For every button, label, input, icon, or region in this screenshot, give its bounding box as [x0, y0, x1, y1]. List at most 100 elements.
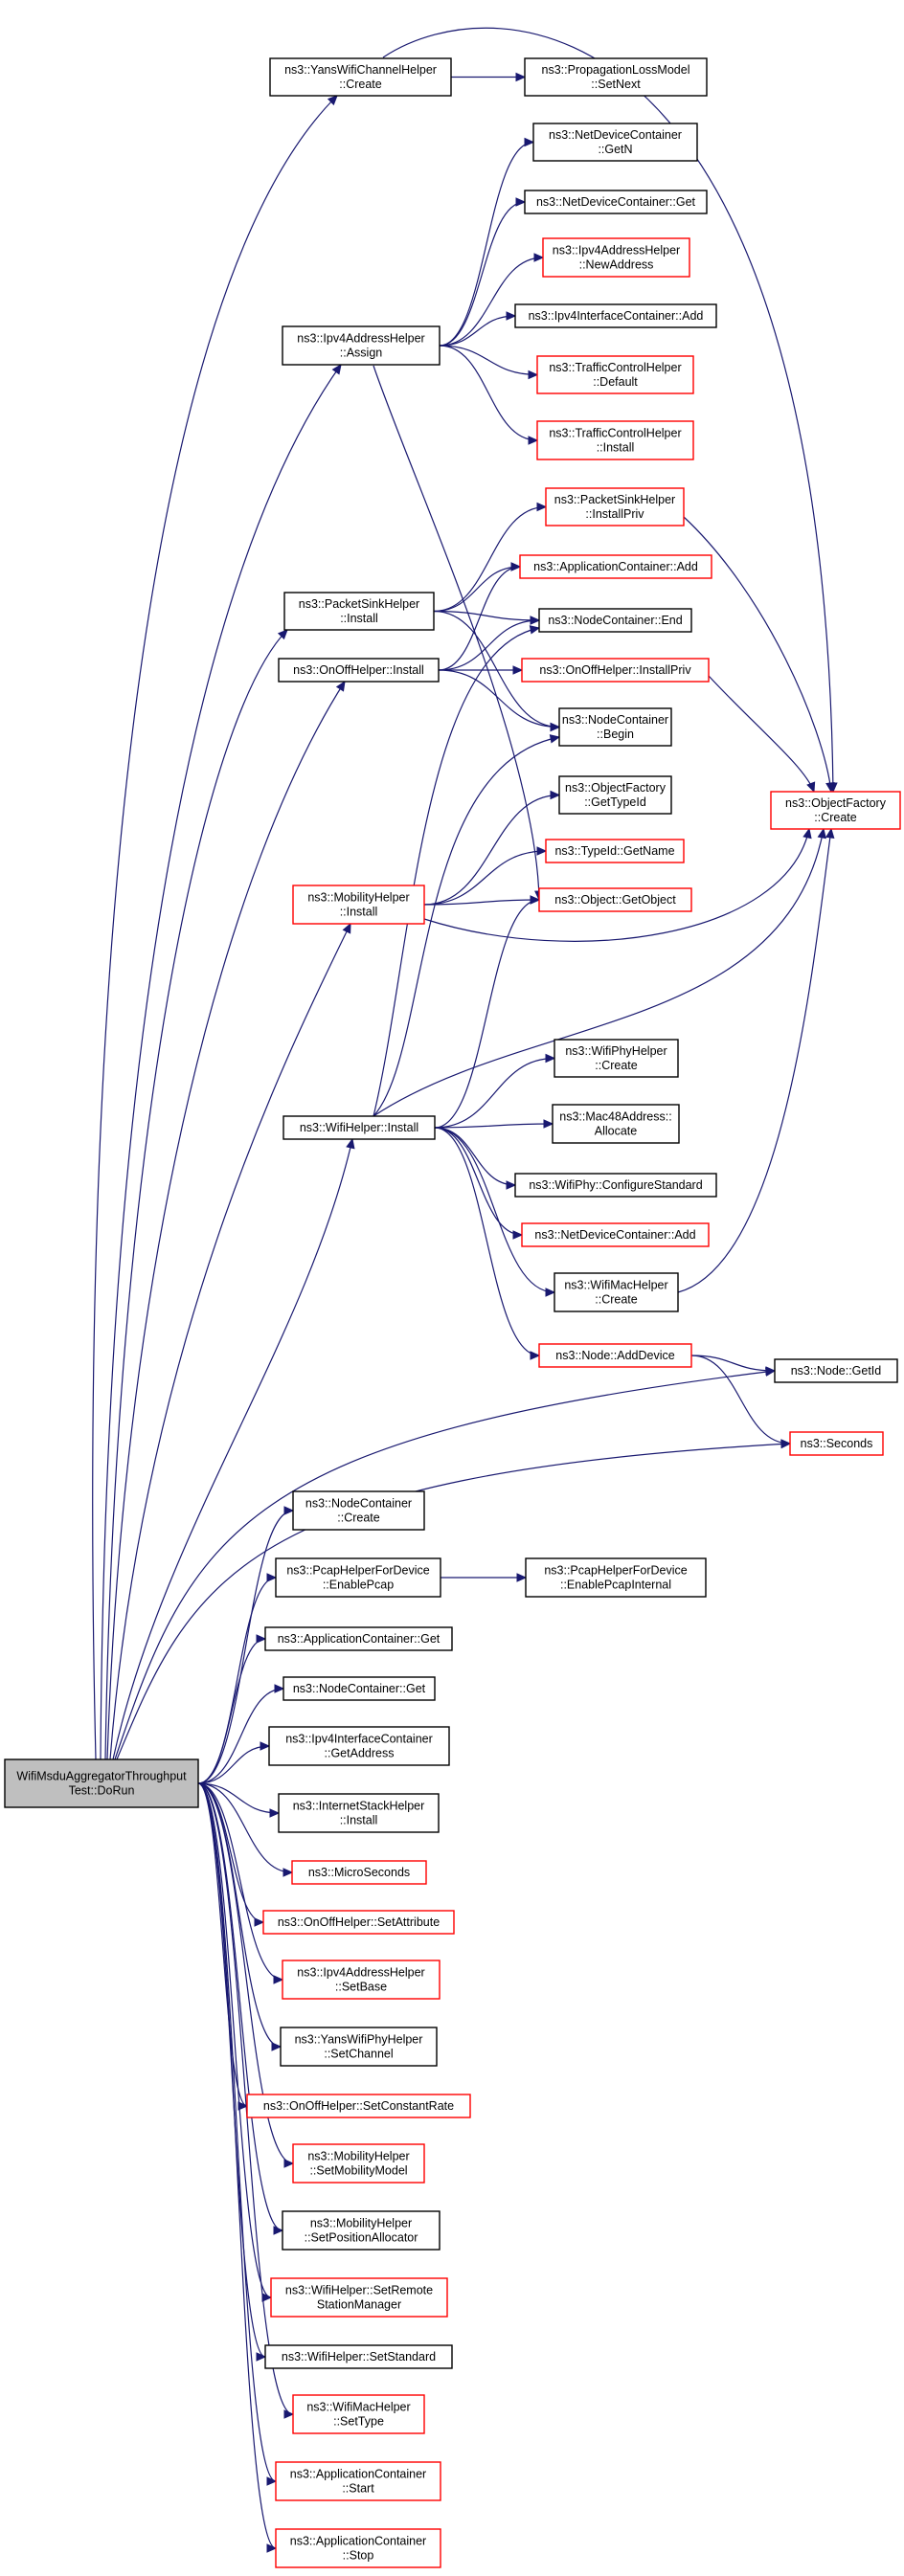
node-obj_getobject[interactable]: ns3::Object::GetObject [538, 887, 692, 912]
node-ipv4ic_add[interactable]: ns3::Ipv4InterfaceContainer::Add [514, 303, 717, 328]
node-ipv4_assign[interactable]: ns3::Ipv4AddressHelper::Assign [282, 325, 441, 366]
arrowhead-root-to-wmh_settype [283, 2409, 295, 2419]
edge-wh_install-to-nc_begin [373, 736, 560, 1117]
node-ac_stop[interactable]: ns3::ApplicationContainer::Stop [275, 2528, 441, 2568]
node-label: ::Create [595, 1059, 638, 1072]
node-phfd_enablepcapint[interactable]: ns3::PcapHelperForDevice::EnablePcapInte… [525, 1557, 707, 1598]
node-label: ns3::OnOffHelper::SetAttribute [278, 1915, 440, 1929]
edge-root-to-wmh_settype [197, 1782, 294, 2415]
edge-wh_install-to-of_create [373, 828, 825, 1117]
node-label: ns3::ObjectFactory [785, 796, 887, 810]
node-label: ::SetChannel [324, 2048, 393, 2061]
node-box [292, 2143, 425, 2184]
node-label: ns3::NetDeviceContainer::Get [536, 195, 696, 209]
edge-root-to-ish_install [197, 1782, 280, 1814]
node-mh_setposalloc[interactable]: ns3::MobilityHelper::SetPositionAllocato… [282, 2210, 441, 2251]
node-ooh_installpriv[interactable]: ns3::OnOffHelper::InstallPriv [521, 658, 710, 683]
edge-root-to-ooh_setconstrate [197, 1782, 248, 2107]
node-wh_install[interactable]: ns3::WifiHelper::Install [282, 1115, 436, 1140]
node-wph_create[interactable]: ns3::WifiPhyHelper::Create [554, 1039, 679, 1078]
node-box [283, 592, 435, 631]
node-box [558, 707, 672, 747]
node-wp_configstd[interactable]: ns3::WifiPhy::ConfigureStandard [514, 1173, 717, 1198]
node-ndc_getn[interactable]: ns3::NetDeviceContainer::GetN [532, 123, 698, 162]
arrowhead-root-to-mh_install [342, 922, 351, 934]
node-ooh_setconstrate[interactable]: ns3::OnOffHelper::SetConstantRate [246, 2094, 471, 2118]
node-prop_setnext[interactable]: ns3::PropagationLossModel::SetNext [524, 57, 708, 97]
node-of_create[interactable]: ns3::ObjectFactory::Create [770, 791, 901, 830]
node-box [538, 608, 692, 633]
node-box [545, 487, 685, 526]
node-wh_setstandard[interactable]: ns3::WifiHelper::SetStandard [264, 2344, 453, 2369]
arrowhead-wh_install-to-wph_create [545, 1053, 556, 1064]
node-label: ns3::Mac48Address:: [559, 1110, 671, 1124]
node-label: ::GetTypeId [584, 795, 646, 809]
edge-root-to-mh_setposalloc [197, 1782, 283, 2231]
node-ndc_add[interactable]: ns3::NetDeviceContainer::Add [521, 1222, 710, 1247]
node-ipv4_setbase[interactable]: ns3::Ipv4AddressHelper::SetBase [282, 1960, 441, 2000]
node-of_gettypeid[interactable]: ns3::ObjectFactory::GetTypeId [558, 775, 672, 815]
node-nc_create[interactable]: ns3::NodeContainer::Create [292, 1490, 425, 1531]
node-ndc_get[interactable]: ns3::NetDeviceContainer::Get [524, 190, 708, 214]
node-ac_get[interactable]: ns3::ApplicationContainer::Get [264, 1626, 453, 1651]
node-ac_add[interactable]: ns3::ApplicationContainer::Add [519, 554, 712, 579]
node-nc_end[interactable]: ns3::NodeContainer::End [538, 608, 692, 633]
edge-mh_install-to-of_create [423, 828, 810, 942]
node-tch_install[interactable]: ns3::TrafficControlHelper::Install [536, 420, 694, 460]
arrowhead-ipv4_assign-to-ipv4_newaddr [533, 253, 545, 262]
node-psh_install[interactable]: ns3::PacketSinkHelper::Install [283, 592, 435, 631]
node-ish_install[interactable]: ns3::InternetStackHelper::Install [278, 1793, 440, 1833]
node-box [542, 237, 690, 278]
edge-mh_install-to-typeid_getname [423, 850, 547, 906]
edge-psh_install-to-ac_add [433, 566, 521, 613]
node-label: ns3::WifiHelper::SetStandard [282, 2350, 436, 2363]
edge-ooh_install-to-nc_begin [438, 669, 560, 728]
node-label: ns3::PcapHelperForDevice [544, 1564, 687, 1578]
edge-wh_install-to-ndc_add [434, 1127, 523, 1236]
node-mac48_allocate[interactable]: ns3::Mac48Address::Allocate [552, 1104, 680, 1144]
node-typeid_getname[interactable]: ns3::TypeId::GetName [545, 839, 685, 863]
node-tch_default[interactable]: ns3::TrafficControlHelper::Default [536, 355, 694, 394]
arrowhead-root-to-ish_install [269, 1808, 281, 1818]
node-mh_setmobmodel[interactable]: ns3::MobilityHelper::SetMobilityModel [292, 2143, 425, 2184]
node-phfd_enablepcap[interactable]: ns3::PcapHelperForDevice::EnablePcap [275, 1557, 441, 1598]
node-node_adddevice[interactable]: ns3::Node::AddDevice [538, 1343, 692, 1368]
arrowhead-ipv4_assign-to-tch_install [528, 436, 539, 445]
node-psh_installpriv[interactable]: ns3::PacketSinkHelper::InstallPriv [545, 487, 685, 526]
arrowhead-wh_install-to-node_adddevice [530, 1351, 541, 1360]
edge-root-to-psh_install [104, 629, 288, 1760]
node-label: ::Begin [597, 728, 634, 741]
edges-layer [92, 27, 838, 2553]
node-ywph_setchannel[interactable]: ns3::YansWifiPhyHelper::SetChannel [280, 2027, 438, 2067]
node-yans_create[interactable]: ns3::YansWifiChannelHelper::Create [269, 57, 452, 97]
node-label: ns3::NetDeviceContainer [549, 128, 682, 142]
node-wmh_create[interactable]: ns3::WifiMacHelper::Create [554, 1272, 679, 1312]
edge-wh_install-to-wp_configstd [434, 1127, 516, 1186]
node-nc_begin[interactable]: ns3::NodeContainer::Begin [558, 707, 672, 747]
node-ipv4ic_getaddr[interactable]: ns3::Ipv4InterfaceContainer::GetAddress [268, 1726, 450, 1766]
node-ac_start[interactable]: ns3::ApplicationContainer::Start [275, 2461, 441, 2501]
node-seconds[interactable]: ns3::Seconds [789, 1431, 884, 1456]
node-microseconds[interactable]: ns3::MicroSeconds [291, 1860, 427, 1885]
arrowhead-phfd_enablepcap-to-phfd_enablepcapint [516, 1573, 528, 1582]
arrowhead-root-to-mh_setmobmodel [283, 2159, 295, 2168]
edge-root-to-wh_setremote [197, 1782, 272, 2298]
node-label: ns3::Ipv4AddressHelper [297, 1966, 424, 1980]
node-ooh_install[interactable]: ns3::OnOffHelper::Install [278, 658, 440, 683]
arrowhead-root-to-ac_start [266, 2476, 278, 2486]
node-node_getid[interactable]: ns3::Node::GetId [774, 1358, 898, 1383]
node-box [538, 1343, 692, 1368]
node-label: ns3::TrafficControlHelper [549, 427, 681, 440]
node-ooh_setattr[interactable]: ns3::OnOffHelper::SetAttribute [262, 1910, 455, 1935]
node-label: ::Assign [340, 347, 383, 360]
node-ipv4_newaddr[interactable]: ns3::Ipv4AddressHelper::NewAddress [542, 237, 690, 278]
node-label: ::EnablePcapInternal [560, 1579, 671, 1592]
node-mh_install[interactable]: ns3::MobilityHelper::Install [292, 885, 425, 925]
node-label: ns3::NetDeviceContainer::Add [534, 1228, 695, 1242]
node-nc_get[interactable]: ns3::NodeContainer::Get [282, 1676, 436, 1701]
edge-wh_install-to-wph_create [434, 1057, 555, 1129]
edge-wh_install-to-mac48_allocate [434, 1123, 554, 1129]
node-wmh_settype[interactable]: ns3::WifiMacHelper::SetType [292, 2394, 425, 2434]
